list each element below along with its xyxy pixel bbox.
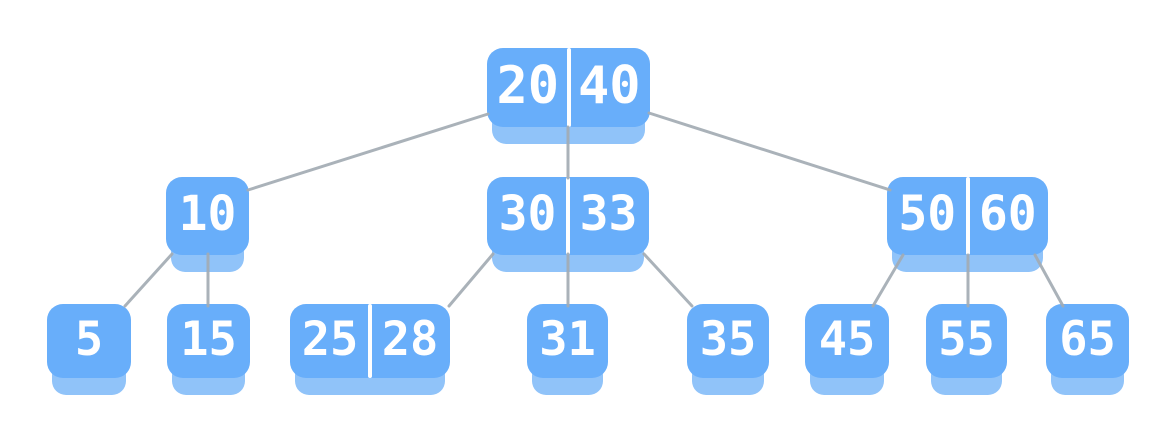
- tree-node-10: 10: [166, 177, 249, 272]
- tree-node-50-60: 50 60: [887, 177, 1048, 272]
- key-divider: [965, 177, 970, 255]
- tree-node-31: 31: [527, 304, 608, 395]
- tree-node-55: 55: [926, 304, 1007, 395]
- tree-edge: [642, 252, 694, 308]
- node-body: 50 60: [887, 177, 1048, 255]
- tree-edge: [123, 252, 174, 308]
- node-body: 15: [167, 304, 250, 378]
- node-key: 50: [898, 186, 957, 242]
- tree-edge: [246, 112, 490, 192]
- node-key: 35: [699, 311, 757, 367]
- node-body: 35: [687, 304, 769, 378]
- node-key: 40: [577, 55, 641, 116]
- node-body: 30 33: [487, 177, 649, 255]
- node-key: 15: [180, 311, 237, 367]
- node-key: 28: [381, 311, 439, 367]
- node-key: 20: [496, 55, 560, 116]
- key-divider: [368, 304, 372, 378]
- node-key: 31: [539, 311, 596, 367]
- node-key: 65: [1059, 311, 1116, 367]
- tree-node-15: 15: [167, 304, 250, 395]
- tree-node-65: 65: [1046, 304, 1129, 395]
- key-divider: [566, 48, 571, 127]
- node-key: 45: [818, 311, 876, 367]
- node-body: 55: [926, 304, 1007, 378]
- node-key: 33: [579, 186, 638, 242]
- node-key: 55: [938, 311, 995, 367]
- node-key: 25: [301, 311, 359, 367]
- node-key: 60: [978, 186, 1037, 242]
- tree-node-20-40: 20 40: [487, 48, 650, 144]
- node-body: 45: [805, 304, 889, 378]
- node-body: 65: [1046, 304, 1129, 378]
- tree-node-5: 5: [47, 304, 131, 395]
- tree-edge: [647, 111, 892, 192]
- tree-node-35: 35: [687, 304, 769, 395]
- tree-node-25-28: 25 28: [290, 304, 450, 395]
- node-key: 30: [498, 186, 557, 242]
- tree-node-30-33: 30 33: [487, 177, 649, 272]
- node-key: 5: [74, 311, 104, 367]
- node-body: 5: [47, 304, 131, 378]
- node-body: 31: [527, 304, 608, 378]
- node-key: 10: [178, 186, 237, 242]
- tree-node-45: 45: [805, 304, 889, 395]
- node-body: 10: [166, 177, 249, 255]
- key-divider: [566, 177, 570, 255]
